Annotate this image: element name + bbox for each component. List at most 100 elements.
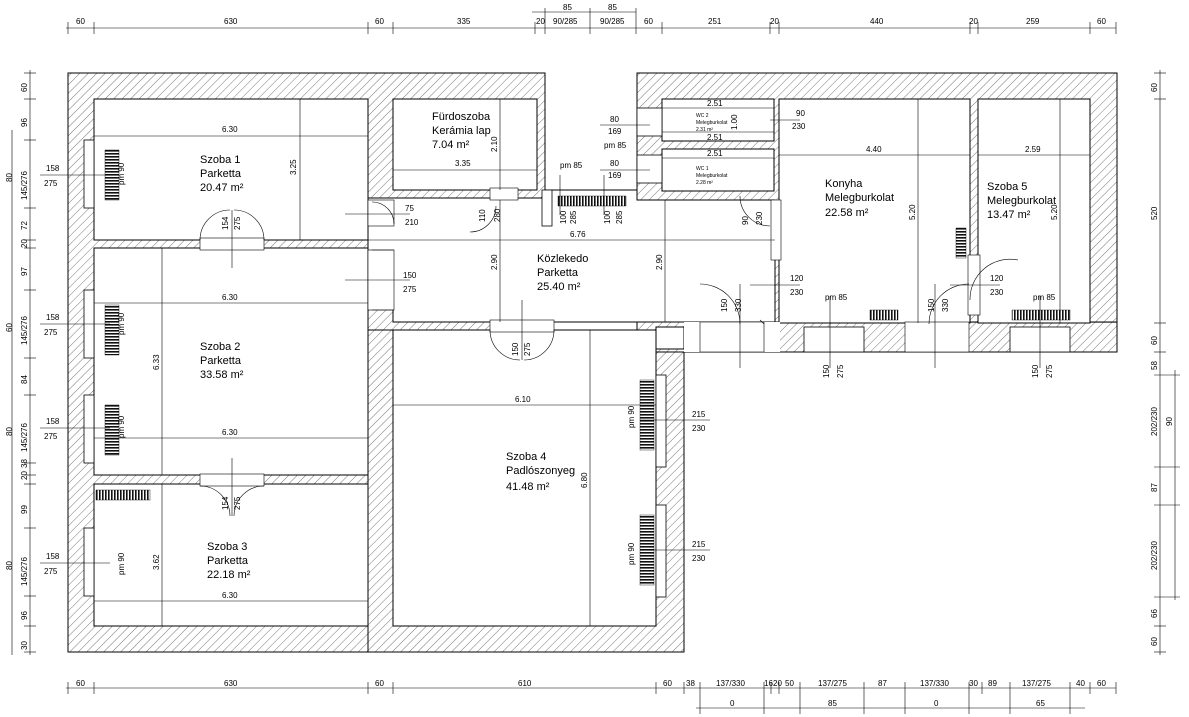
top-dimension-chain: 60 630 60 335 20 90/285 90/285 60 251 20… [66,3,1117,34]
radiator-szoba-2a [104,304,120,356]
door-arc-wc [739,195,771,227]
right-dim-5: 202/230 [1150,407,1159,436]
win-label-r4-1a: 215 [692,410,706,419]
left-dimension-chain: 60 96 80 72 20 97 60 84 80 20 38 99 80 9… [5,70,60,655]
dim-wc-width-2: 2.51 [707,133,723,142]
bot-dim-5: 60 [663,679,672,688]
pm-label-10: pm 85 [1033,293,1056,302]
left-win-2b: 275 [44,328,58,337]
dim-kitchen-width: 4.40 [866,145,882,154]
bot-dim-8: 16 [764,679,773,688]
dim-hall-width: 6.76 [570,230,586,239]
left-win-1a: 158 [46,164,60,173]
room-1-floor: Parketta [200,168,242,180]
room-4-name: Szoba 4 [506,451,546,463]
top-dim-12: 20 [969,17,978,26]
bot-dim-4: 610 [518,679,532,688]
kitchen-floor: Melegburkolat [825,192,894,204]
right-dim-1: 60 [1150,83,1159,92]
left-dim-3: 80 [5,173,14,182]
top-dim-5: 20 [536,17,545,26]
dim-r3-width: 6.30 [222,591,238,600]
door-arc-west [371,201,395,225]
radiator-szoba-2b [104,404,120,456]
room-5-area: 13.47 m² [987,209,1031,221]
hall-extension [655,326,685,350]
bot-dim-9: 20 [773,679,782,688]
bot-dim-15: 89 [988,679,997,688]
door-label-d10b: 275 [233,216,242,230]
dim-r2-height: 6.33 [152,354,161,370]
bot-dim-17: 40 [1076,679,1085,688]
top-dim-13: 259 [1026,17,1040,26]
left-dim-11: 38 [20,459,29,468]
bath-name: Fürdoszoba [432,111,491,123]
top-dim-10: 20 [770,17,779,26]
top-dim-14: 60 [1097,17,1106,26]
door-arc-szoba-1 [199,209,265,241]
win-label-szoba5-b: 275 [1045,364,1054,378]
door-label-d1: 75 [405,204,414,213]
radiator-konyha [869,309,899,321]
left-dim-9: 80 [5,427,14,436]
pm-label-2: pm 90 [117,312,126,335]
door-label-wc2a: 90 [796,109,805,118]
left-dim-13: 80 [5,561,14,570]
window-szoba-2b [83,394,95,464]
radiator-konyha-2 [955,227,967,259]
win-label-r4-2b: 230 [692,554,706,563]
dim-r4-width: 6.10 [515,395,531,404]
bot-dim-14: 30 [969,679,978,688]
radiator-hall [557,195,627,207]
window-szoba-4b [655,504,667,598]
left-dim-1: 60 [20,83,29,92]
bot-dim-3: 60 [375,679,384,688]
window-szoba-3 [83,527,95,597]
dim-r5-width: 2.59 [1025,145,1041,154]
door-arc-konyha [928,283,970,325]
dim-r2-width-bot: 6.30 [222,428,238,437]
door-label-d3a: 110 [478,209,487,222]
door-label-d4a: 150 [511,342,520,356]
room-szoba-5 [977,98,1091,324]
bottom-dimension-chain: 60 630 60 610 60 38 137/330 16 20 50 137… [66,679,1117,714]
door-label-d8b: 230 [990,288,1004,297]
window-wc-1 [636,154,663,184]
left-dim-10: 20 [20,471,29,480]
bath-area: 7.04 m² [432,139,470,151]
left-win-1c: 145/276 [20,171,29,200]
hall-name: Közlekedo [537,253,588,265]
door-label-wc2b: 230 [792,122,806,131]
top-dim-1: 60 [76,17,85,26]
door-arc-hall-east [699,283,765,325]
room-3-name: Szoba 3 [207,541,247,553]
top-dim-row0-2: 85 [608,3,617,12]
right-dimension-chain: 60 520 60 58 202/230 90 87 202/230 66 60 [1150,70,1180,655]
room-1-name: Szoba 1 [200,154,240,166]
bot-dim-18: 60 [1097,679,1106,688]
top-dim-row0-1: 85 [563,3,572,12]
left-dim-12: 99 [20,505,29,514]
dim-r5-height: 5.20 [1050,204,1059,220]
dim-hall-height-1: 2.90 [490,254,499,270]
room-5-name: Szoba 5 [987,181,1027,193]
room-2-name: Szoba 2 [200,341,240,353]
left-win-3b: 275 [44,432,58,441]
hall-floor: Parketta [537,267,579,279]
window-szoba-4a [655,374,667,468]
left-dim-5: 20 [20,239,29,248]
win-label-wc1a: 80 [610,115,619,124]
room-konyha [778,98,971,324]
door-swings [199,195,1019,517]
room-szoba-4 [392,329,657,627]
left-win-4b: 275 [44,567,58,576]
left-dim-2: 96 [20,118,29,127]
room-szoba-3 [93,483,369,627]
left-dim-14: 96 [20,611,29,620]
door-label-d6b: 330 [941,298,950,312]
pm-label-1: pm 90 [117,162,126,185]
kitchen-name: Konyha [825,178,863,190]
door-label-d7b: 230 [790,288,804,297]
win-label-hall-1b: 285 [569,210,578,224]
